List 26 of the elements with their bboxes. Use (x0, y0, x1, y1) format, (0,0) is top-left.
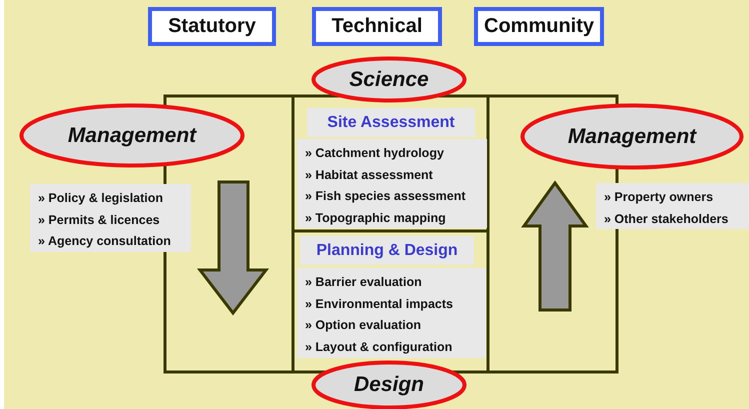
list-item: » Layout & configuration (305, 338, 454, 356)
list-item: » Permits & licences (38, 212, 161, 228)
bullet-list (297, 268, 486, 358)
list-item: » Topographic mapping (305, 210, 447, 227)
bullet-list (297, 139, 487, 228)
list-item: » Other stakeholders (604, 210, 730, 228)
ellipse-label: Science (349, 68, 429, 92)
list-item: » Agency consultation (38, 233, 172, 250)
list-item: » Barrier evaluation (305, 274, 423, 291)
list-item: » Habitat assessment (305, 166, 434, 184)
list-item: » Policy & legislation (38, 190, 164, 207)
ellipse-label: Management (68, 124, 196, 148)
category-box: Statutory (148, 7, 276, 46)
list-item: » Catchment hydrology (305, 145, 445, 162)
ellipse-label: Management (568, 124, 696, 148)
list-item: » Property owners (604, 189, 714, 206)
list-item: » Fish species assessment (305, 188, 467, 205)
list-item: » Option evaluation (305, 317, 422, 334)
list-item: » Environmental impacts (305, 296, 454, 313)
bullet-list (596, 183, 749, 229)
category-box: Technical (312, 7, 442, 46)
section-heading: Planning & Design (300, 236, 474, 265)
section-heading: Site Assessment (307, 108, 475, 137)
ellipse-label: Design (354, 373, 424, 397)
category-box: Community (474, 7, 604, 46)
bullet-list (30, 184, 191, 252)
